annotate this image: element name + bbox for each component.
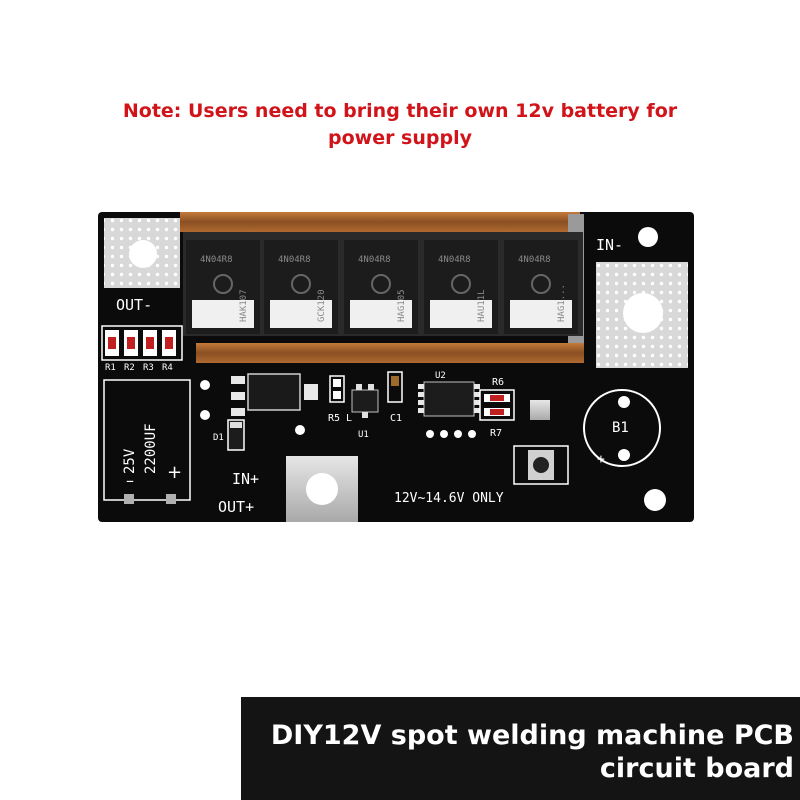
caption-line-1: DIY12V spot welding machine PCB: [270, 720, 794, 751]
mosfet-3-top: 4N04R8: [358, 255, 391, 265]
mosfet-5: [504, 240, 578, 334]
mosfet-2-code: GCK120: [317, 289, 327, 322]
label-d1: D1: [213, 433, 224, 443]
note-line-1: Note: Users need to bring their own 12v …: [122, 100, 678, 122]
label-r4: R4: [162, 363, 173, 373]
mosfet-4-top: 4N04R8: [438, 255, 471, 265]
label-r5: R5: [328, 413, 340, 424]
label-in-minus: IN-: [596, 236, 623, 254]
mosfet-3-code: HAG105: [397, 289, 407, 322]
label-c1: C1: [390, 413, 402, 424]
label-r3: R3: [143, 363, 154, 373]
resistors-r6-r7: [479, 389, 515, 421]
mosfet-2: [264, 240, 338, 334]
mosfet-5-top: 4N04R8: [518, 255, 551, 265]
label-r6: R6: [492, 377, 504, 388]
capacitor-plus: +: [167, 462, 182, 483]
capacitor-capacity: 2200UF: [143, 423, 159, 474]
u2-ic: [418, 381, 480, 438]
note-text: Note: Users need to bring their own 12v …: [0, 98, 800, 152]
resistors-r1-r4: [101, 325, 183, 361]
diode-d1: [227, 419, 245, 451]
label-in-plus: IN+: [232, 470, 259, 488]
label-out-minus: OUT-: [116, 296, 152, 314]
label-b1: B1: [612, 420, 629, 436]
label-r7: R7: [490, 428, 502, 439]
label-out-plus: OUT+: [218, 498, 254, 516]
copper-bar-bottom: [196, 343, 584, 363]
tact-switch: [513, 400, 569, 485]
in-minus-hole: [638, 227, 658, 247]
mosfet-4-code: HAU11L: [477, 289, 487, 322]
label-l: L: [346, 413, 352, 424]
mosfet-1: [186, 240, 260, 334]
mosfet-row: 4N04R8 4N04R8 4N04R8 4N04R8 4N04R8 HAK10…: [183, 232, 583, 336]
note-line-2: power supply: [327, 127, 472, 149]
label-voltage: 12V~14.6V ONLY: [394, 491, 504, 506]
u1-regulator: [231, 373, 318, 416]
mosfet-2-top: 4N04R8: [278, 255, 311, 265]
mosfet-3: [344, 240, 418, 334]
label-u1: U1: [358, 430, 369, 440]
capacitor-voltage: 25V: [122, 448, 138, 474]
caption-text: DIY12V spot welding machine PCB circuit …: [271, 719, 794, 785]
mosfet-1-code: HAK107: [239, 289, 249, 322]
capacitor-2200uf: 25V 2200UF – +: [103, 379, 191, 504]
smd-cluster: [329, 371, 403, 418]
b1-outline: [583, 389, 661, 467]
caption-line-2: circuit board: [599, 753, 794, 784]
mosfet-1-top: 4N04R8: [200, 255, 233, 265]
label-u2: U2: [435, 371, 446, 381]
copper-bar-top: [180, 212, 580, 232]
mosfet-5-code: HAG1...: [557, 284, 567, 322]
label-r2: R2: [124, 363, 135, 373]
caption-bar: DIY12V spot welding machine PCB circuit …: [241, 697, 800, 800]
mosfet-4: [424, 240, 498, 334]
capacitor-minus: –: [126, 471, 134, 490]
label-r1: R1: [105, 363, 116, 373]
